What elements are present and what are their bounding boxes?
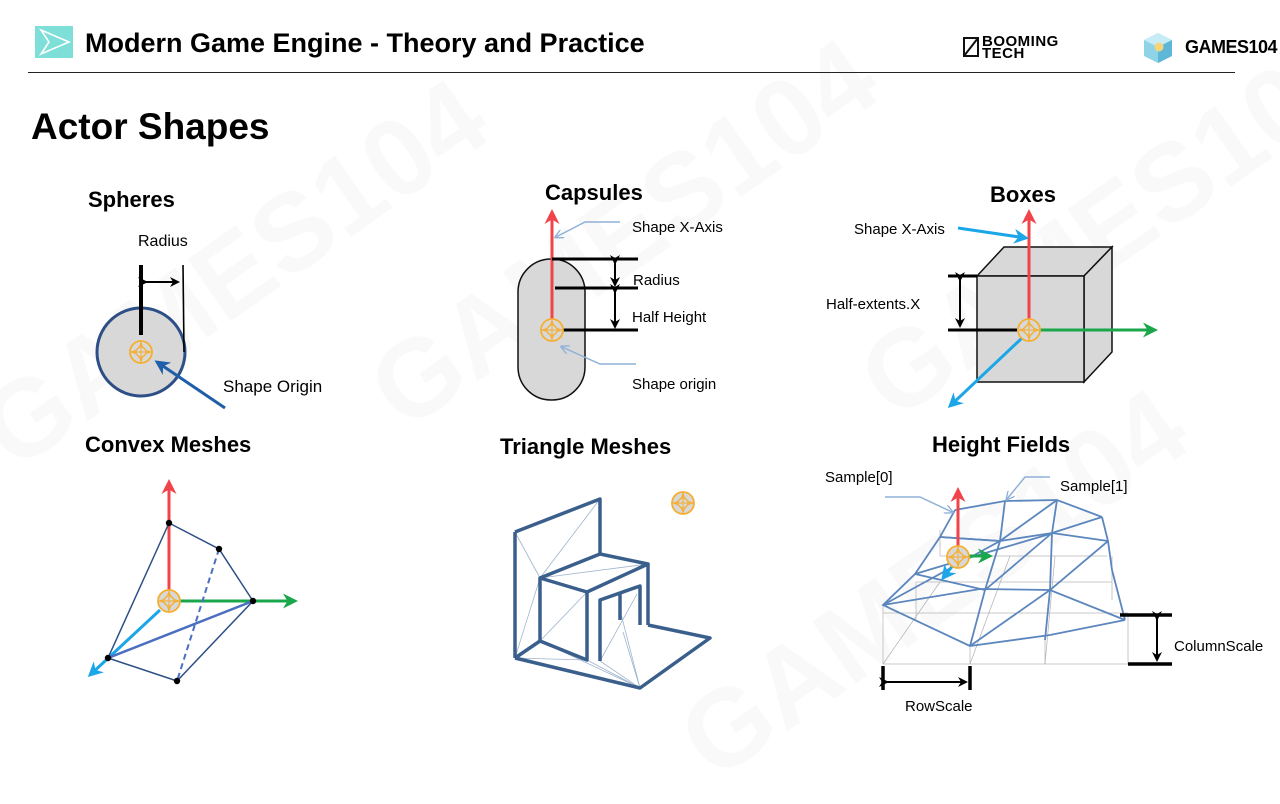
section-title-spheres: Spheres (88, 187, 175, 212)
capsule-x-axis-label: Shape X-Axis (632, 219, 723, 236)
convex-z-axis (87, 608, 162, 678)
capsule-origin-marker-icon (540, 318, 564, 342)
box-x-axis-label: Shape X-Axis (854, 221, 945, 238)
capsule-half-height-label: Half Height (632, 309, 707, 326)
sphere-origin-label: Shape Origin (223, 377, 323, 396)
sphere-origin-pointer (154, 360, 226, 410)
section-title-capsules: Capsules (545, 180, 643, 205)
triangle-mesh-origin-marker-icon (671, 491, 695, 515)
box-half-extents-label: Half-extents.X (826, 296, 921, 313)
booming-tech-logo-icon (962, 36, 980, 58)
box-origin-marker-icon (1017, 318, 1041, 342)
convex-origin-marker-icon (157, 589, 181, 613)
section-title-height-fields: Height Fields (932, 432, 1071, 457)
heightfield-sample0-label: Sample[0] (825, 469, 893, 486)
box-diagram (947, 209, 1158, 409)
capsule-radius-label: Radius (633, 272, 680, 289)
section-title-boxes: Boxes (990, 182, 1057, 207)
games104-logo: GAMES104 (1185, 37, 1278, 57)
triangle-mesh-diagram (513, 491, 712, 690)
booming-line2: TECH (982, 45, 1025, 62)
heightfield-origin-marker-icon (946, 545, 970, 569)
diagrams-canvas (87, 209, 1172, 690)
sphere-radius-right-bar (182, 264, 185, 353)
booming-tech-logo: BOOMING TECH (982, 33, 1059, 62)
box-z-axis (947, 336, 1024, 409)
convex-mesh-diagram (87, 479, 298, 685)
page-title: Actor Shapes (31, 106, 270, 147)
capsule-diagram (517, 209, 638, 401)
sphere-diagram (95, 264, 226, 410)
games104-cube-icon (1140, 30, 1176, 66)
capsule-origin-label: Shape origin (632, 376, 717, 393)
heightfield-row-scale-label: RowScale (905, 698, 973, 715)
capsule-origin-pointer (562, 347, 636, 365)
capsule-x-axis-pointer (556, 221, 620, 237)
booming-line1: BOOMING (982, 33, 1059, 50)
course-title: Modern Game Engine - Theory and Practice (85, 28, 645, 58)
section-title-convex-meshes: Convex Meshes (85, 432, 252, 457)
section-title-triangle-meshes: Triangle Meshes (500, 434, 672, 459)
heightfield-sample0-pointer (885, 496, 952, 512)
heightfield-diagram (879, 476, 1172, 690)
heightfield-column-scale-label: ColumnScale (1174, 638, 1264, 655)
course-logo-icon (35, 26, 73, 58)
heightfield-sample1-pointer (1007, 476, 1050, 499)
header-divider (28, 72, 1235, 73)
box-x-axis-pointer (957, 226, 1029, 244)
sphere-radius-label: Radius (138, 233, 188, 250)
sphere-origin-marker-icon (129, 340, 153, 364)
heightfield-sample1-label: Sample[1] (1060, 478, 1128, 495)
